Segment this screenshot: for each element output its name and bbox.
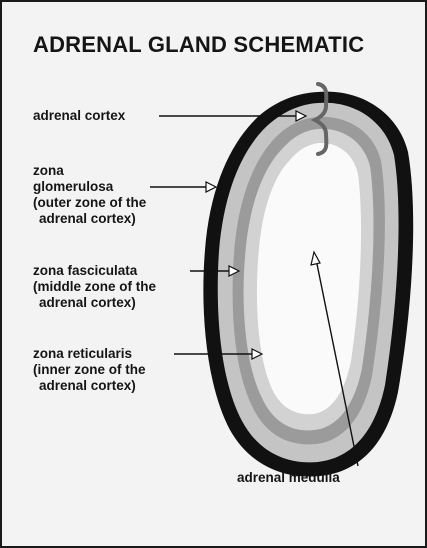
zona-glomerulosa-label: zona glomerulosa (outer zone of the adre… [33, 163, 146, 227]
zona-fasciculata-label: zona fasciculata (middle zone of the adr… [33, 263, 156, 311]
zona-glomerulosa-line-1: zona [33, 163, 146, 179]
adrenal-cortex-text: adrenal cortex [33, 108, 125, 124]
zona-glomerulosa-line-4: adrenal cortex) [33, 211, 146, 227]
zona-reticularis-label: zona reticularis (inner zone of the adre… [33, 346, 146, 394]
zona-fasciculata-line-1: zona fasciculata [33, 263, 156, 279]
zona-fasciculata-line-3: adrenal cortex) [33, 295, 156, 311]
zona-fasciculata-line-2: (middle zone of the [33, 279, 156, 295]
zona-reticularis-line-1: zona reticularis [33, 346, 146, 362]
zona-glomerulosa-line-3: (outer zone of the [33, 195, 146, 211]
adrenal-cortex-label: adrenal cortex [33, 108, 125, 124]
zona-glomerulosa-arrowhead-icon [206, 182, 216, 192]
adrenal-medulla-label: adrenal medulla [237, 470, 340, 486]
zona-reticularis-line-2: (inner zone of the [33, 362, 146, 378]
zona-glomerulosa-line-2: glomerulosa [33, 179, 146, 195]
zona-reticularis-line-3: adrenal cortex) [33, 378, 146, 394]
adrenal-medulla-text: adrenal medulla [237, 470, 340, 486]
